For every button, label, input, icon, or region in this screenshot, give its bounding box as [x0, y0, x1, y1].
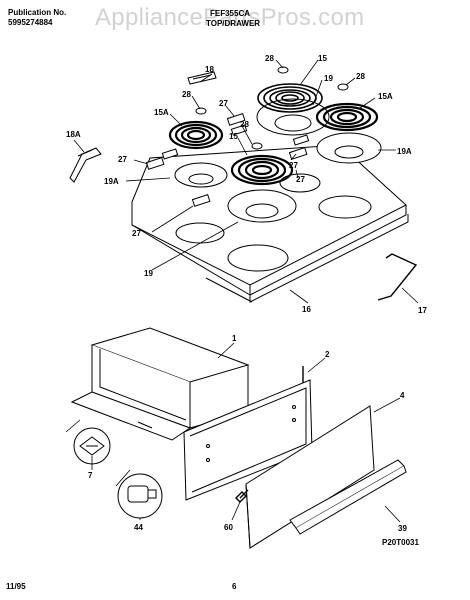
publication-label: Publication No.: [8, 8, 67, 17]
surface-element-15A-left: [168, 120, 224, 150]
surface-element-15A-right: [315, 102, 379, 132]
callout-44: 44: [134, 523, 143, 532]
page-number: 6: [232, 582, 237, 591]
drawer-panel-4: [245, 405, 375, 549]
callout-15A-a: 15A: [154, 108, 169, 117]
drawer-front-2: [183, 366, 313, 501]
callout-19-a: 19: [324, 74, 333, 83]
callout-18: 18: [205, 65, 214, 74]
watermark: AppliancePartsPros.com: [95, 4, 365, 31]
publication-number: 5995274884: [8, 18, 53, 27]
footer-date: 11/95: [6, 582, 26, 591]
slide-7-detail: [73, 427, 111, 465]
callout-27-a: 27: [219, 99, 228, 108]
section-title: TOP/DRAWER: [206, 19, 261, 28]
callout-18A: 18A: [66, 130, 81, 139]
callout-28-d: 28: [240, 120, 249, 129]
callout-15-b: 15: [229, 132, 238, 141]
callout-27-e: 27: [132, 229, 141, 238]
clip-28-a: [277, 66, 289, 74]
callout-17: 17: [418, 306, 427, 315]
callout-7: 7: [88, 471, 93, 480]
callout-28-b: 28: [182, 90, 191, 99]
callout-27-c: 27: [289, 161, 298, 170]
clip-28-d: [251, 142, 263, 150]
drip-pan-19A-right: [316, 132, 382, 164]
callout-16: 16: [302, 305, 311, 314]
callout-39: 39: [398, 524, 407, 533]
callout-1: 1: [232, 334, 237, 343]
glide-44-detail: [117, 473, 163, 519]
callout-19-b: 19: [144, 269, 153, 278]
receptacle-18A: [69, 147, 102, 183]
callout-2: 2: [325, 350, 330, 359]
callout-60: 60: [224, 523, 233, 532]
support-rod-17: [377, 253, 418, 301]
model-number: FEF355CA: [210, 9, 251, 18]
callout-28-c: 28: [356, 72, 365, 81]
callout-15-a: 15: [318, 54, 327, 63]
callout-28-a: 28: [265, 54, 274, 63]
callout-27-b: 27: [118, 155, 127, 164]
receptacle-27-d: [191, 194, 211, 207]
drip-pan-19A-left: [174, 162, 228, 188]
callout-4: 4: [400, 391, 405, 400]
screw-60: [235, 489, 249, 503]
receptacle-18: [187, 71, 217, 85]
drip-pan-19-front: [227, 189, 297, 223]
callout-27-d: 27: [296, 175, 305, 184]
callout-19A-b: 19A: [397, 147, 412, 156]
surface-element-15-front: [230, 154, 294, 186]
leader-lines: [65, 59, 419, 523]
clip-28-c: [337, 83, 349, 91]
diagram-code: P20T0031: [382, 538, 419, 547]
receptacle-27-b: [145, 148, 179, 170]
callout-15A-b: 15A: [378, 92, 393, 101]
callout-19A-a: 19A: [104, 177, 119, 186]
handle-39: [289, 459, 407, 535]
clip-28-b: [195, 107, 207, 115]
surface-element-15-back: [257, 83, 323, 113]
